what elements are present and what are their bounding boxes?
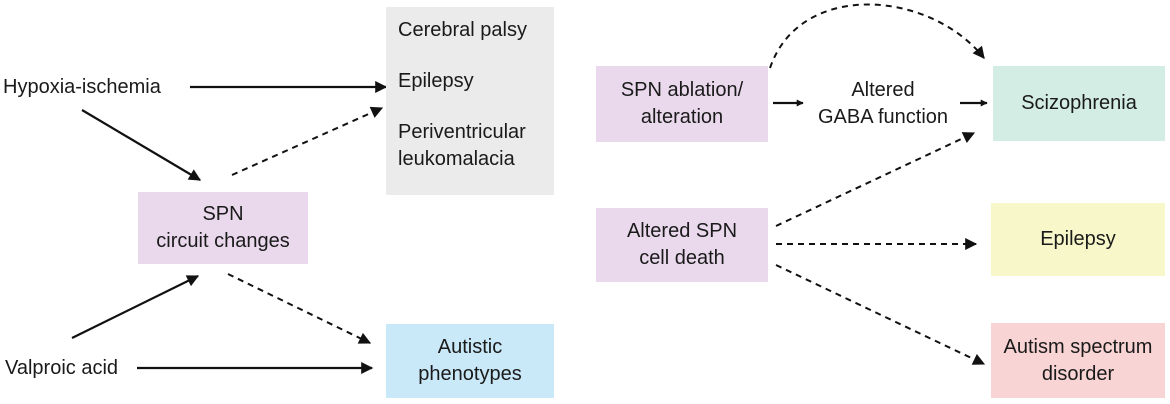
spn-ablation-line2: alteration — [640, 106, 724, 128]
gaba-line1: Altered — [851, 79, 915, 101]
autistic-phenotypes-box: Autistic phenotypes — [386, 324, 554, 398]
spn-circuit-changes-box: SPN circuit changes — [138, 192, 308, 264]
epilepsy-right-label: Epilepsy — [1040, 228, 1116, 250]
autistic-line2: phenotypes — [418, 363, 522, 385]
altered-death-line1: Altered SPN — [626, 220, 738, 242]
arrow-ablation-to-scizophrenia-curved — [769, 3, 985, 69]
asd-box: Autism spectrum disorder — [991, 323, 1165, 398]
epilepsy-box: Epilepsy — [991, 203, 1165, 276]
arrow-hypoxia-to-spn — [81, 109, 202, 181]
spn-circuit-line2: circuit changes — [156, 230, 290, 252]
altered-spn-cell-death-box: Altered SPN cell death — [596, 208, 768, 282]
spn-circuit-line1: SPN — [202, 203, 244, 225]
arrow-death-to-asd-dashed — [775, 264, 986, 365]
gaba-line2: GABA function — [817, 106, 949, 128]
scizophrenia-label: Scizophrenia — [1021, 92, 1137, 114]
pvl-line1: Periventricular — [398, 121, 526, 143]
neuro-outcomes-box: Cerebral palsy Epilepsy Periventricular … — [386, 7, 554, 195]
pvl-line2: leukomalacia — [398, 148, 515, 170]
epilepsy-label: Epilepsy — [398, 70, 474, 92]
asd-line2: disorder — [1041, 362, 1115, 385]
asd-line1: Autism spectrum — [1003, 335, 1153, 358]
altered-death-line2: cell death — [639, 247, 725, 269]
spn-ablation-box: SPN ablation/ alteration — [596, 66, 768, 142]
arrow-spn-to-outcomes-dashed — [231, 106, 384, 176]
arrow-death-to-scizophrenia-dashed — [775, 132, 976, 227]
hypoxia-ischemia-label: Hypoxia-ischemia — [3, 76, 161, 98]
arrow-valproic-to-spn — [71, 275, 200, 339]
spn-ablation-line1: SPN ablation/ — [620, 79, 744, 101]
autistic-line1: Autistic — [437, 336, 503, 358]
valproic-acid-label: Valproic acid — [5, 357, 119, 379]
arrow-spn-to-autistic-dashed — [227, 273, 372, 344]
cerebral-palsy-label: Cerebral palsy — [398, 19, 527, 41]
scizophrenia-box: Scizophrenia — [993, 66, 1165, 141]
altered-gaba-label: Altered GABA function — [808, 76, 958, 132]
